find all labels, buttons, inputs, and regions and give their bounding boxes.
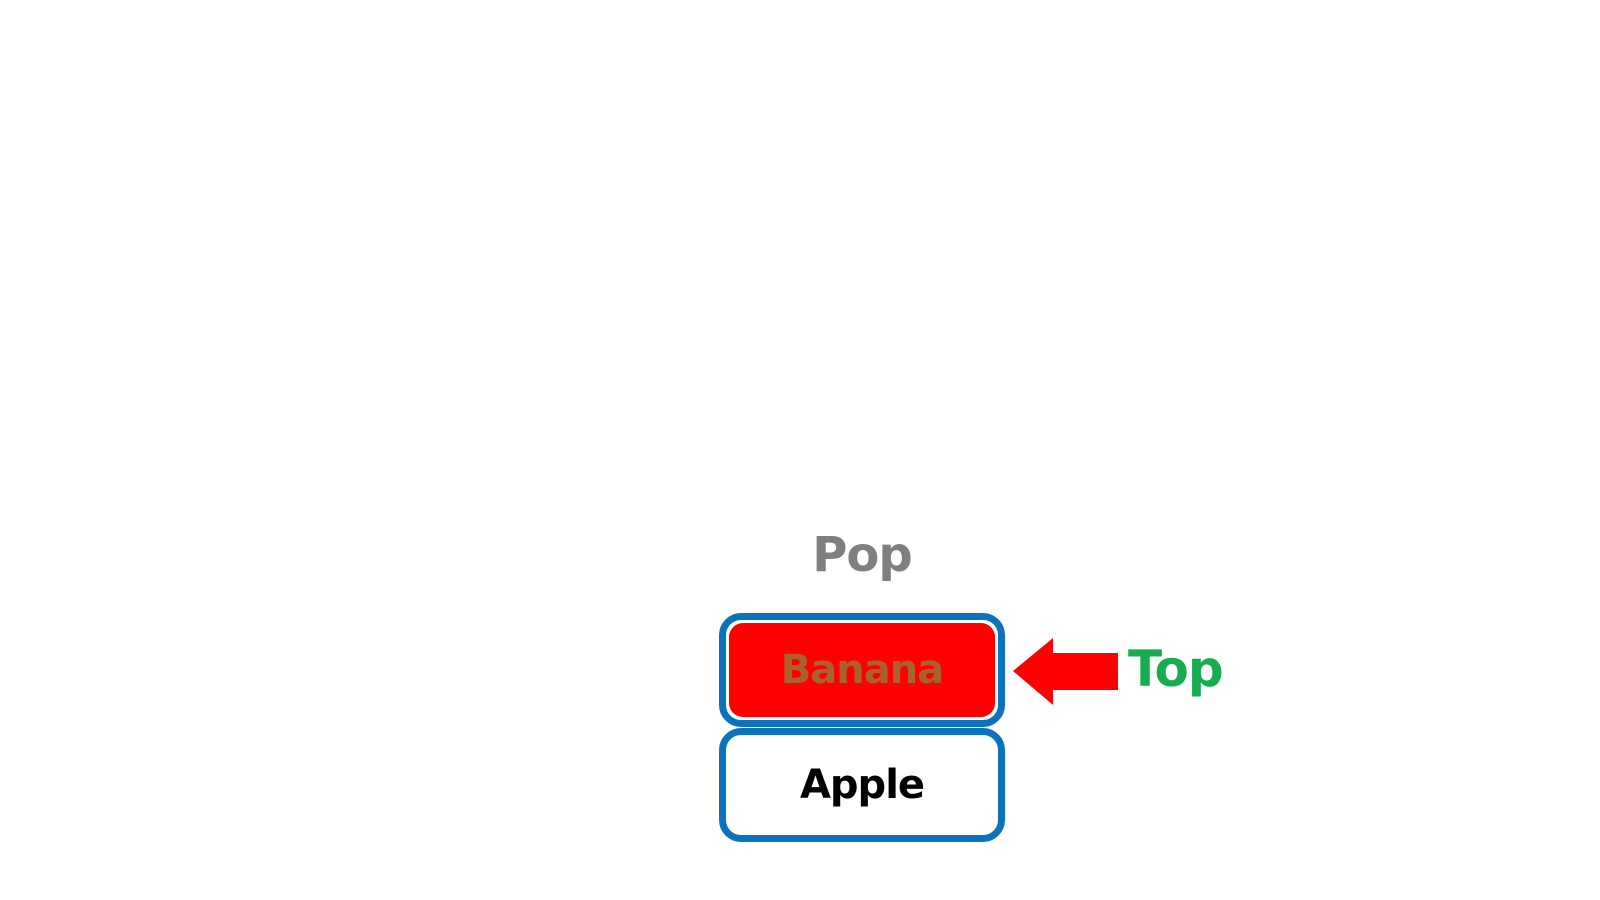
- stack-item-banana: Banana: [719, 613, 1005, 727]
- stack-item-label: Banana: [780, 647, 944, 693]
- top-pointer-label: Top: [1128, 640, 1224, 698]
- stack-item-apple-fill: Apple: [729, 738, 995, 832]
- stack-item-label: Apple: [799, 762, 925, 808]
- pop-operation-label: Pop: [812, 527, 913, 583]
- stack-item-apple: Apple: [719, 728, 1005, 842]
- stack-item-banana-fill: Banana: [729, 623, 995, 717]
- left-arrow-icon: [1013, 638, 1118, 705]
